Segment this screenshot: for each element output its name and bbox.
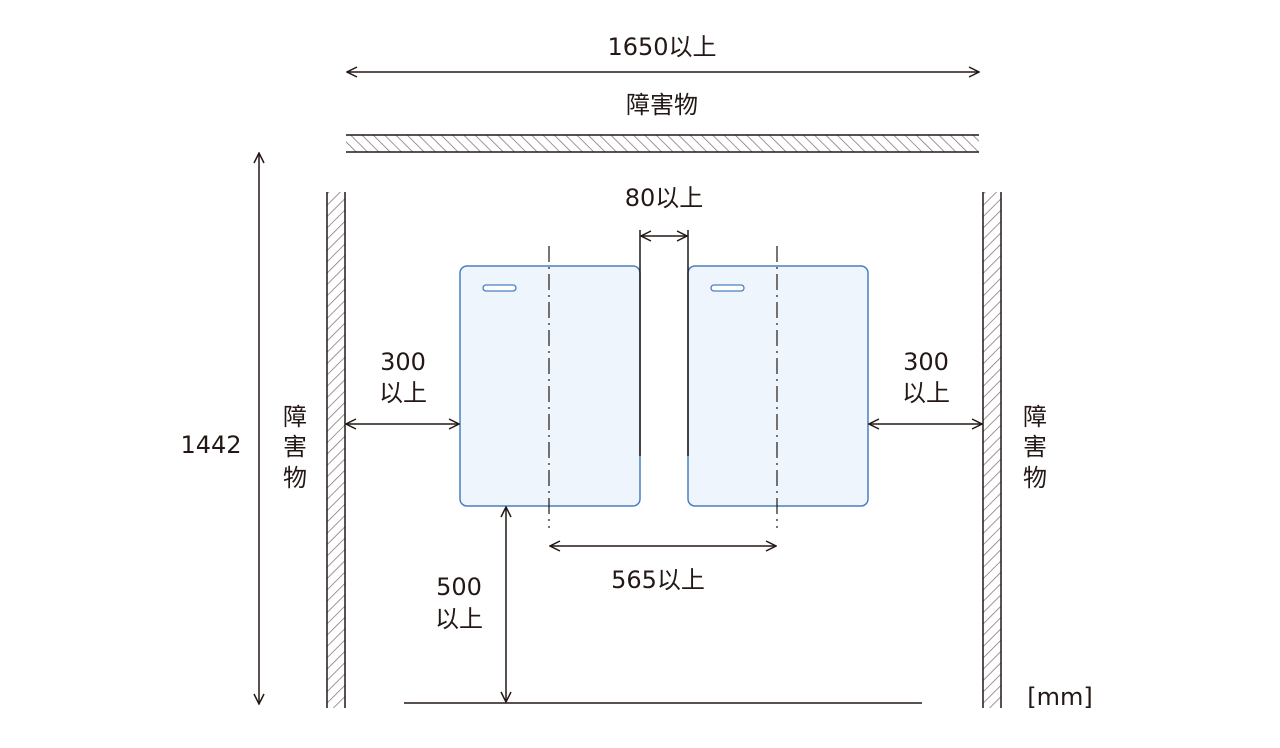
total-width-label: 1650以上: [607, 33, 716, 61]
right-wall: [982, 192, 1002, 708]
left-obstacle-char-2: 害: [283, 433, 307, 461]
left-obstacle-char-1: 障: [283, 403, 307, 431]
right-obstacle-char-3: 物: [1023, 464, 1047, 492]
right-obstacle-char-1: 障: [1023, 403, 1047, 431]
gap-label: 80以上: [625, 184, 704, 212]
center-distance-label: 565以上: [611, 566, 705, 594]
top-wall: [346, 134, 979, 153]
left-clearance-suffix: 以上: [379, 379, 427, 407]
unit-right: [687, 265, 869, 507]
handle-slot-icon: [482, 284, 517, 292]
left-obstacle-char-3: 物: [283, 464, 307, 492]
right-clearance-suffix: 以上: [902, 379, 950, 407]
left-clearance-value: 300: [380, 348, 426, 376]
unit-left: [459, 265, 641, 507]
top-obstacle-label: 障害物: [626, 91, 698, 119]
right-clearance-value: 300: [903, 348, 949, 376]
right-obstacle-char-2: 害: [1023, 433, 1047, 461]
front-clearance-value: 500: [436, 573, 482, 601]
left-wall: [326, 192, 346, 708]
unit-label: [mm]: [1027, 683, 1092, 711]
depth-label: 1442: [180, 431, 241, 459]
front-clearance-suffix: 以上: [435, 605, 483, 633]
handle-slot-icon: [710, 284, 745, 292]
